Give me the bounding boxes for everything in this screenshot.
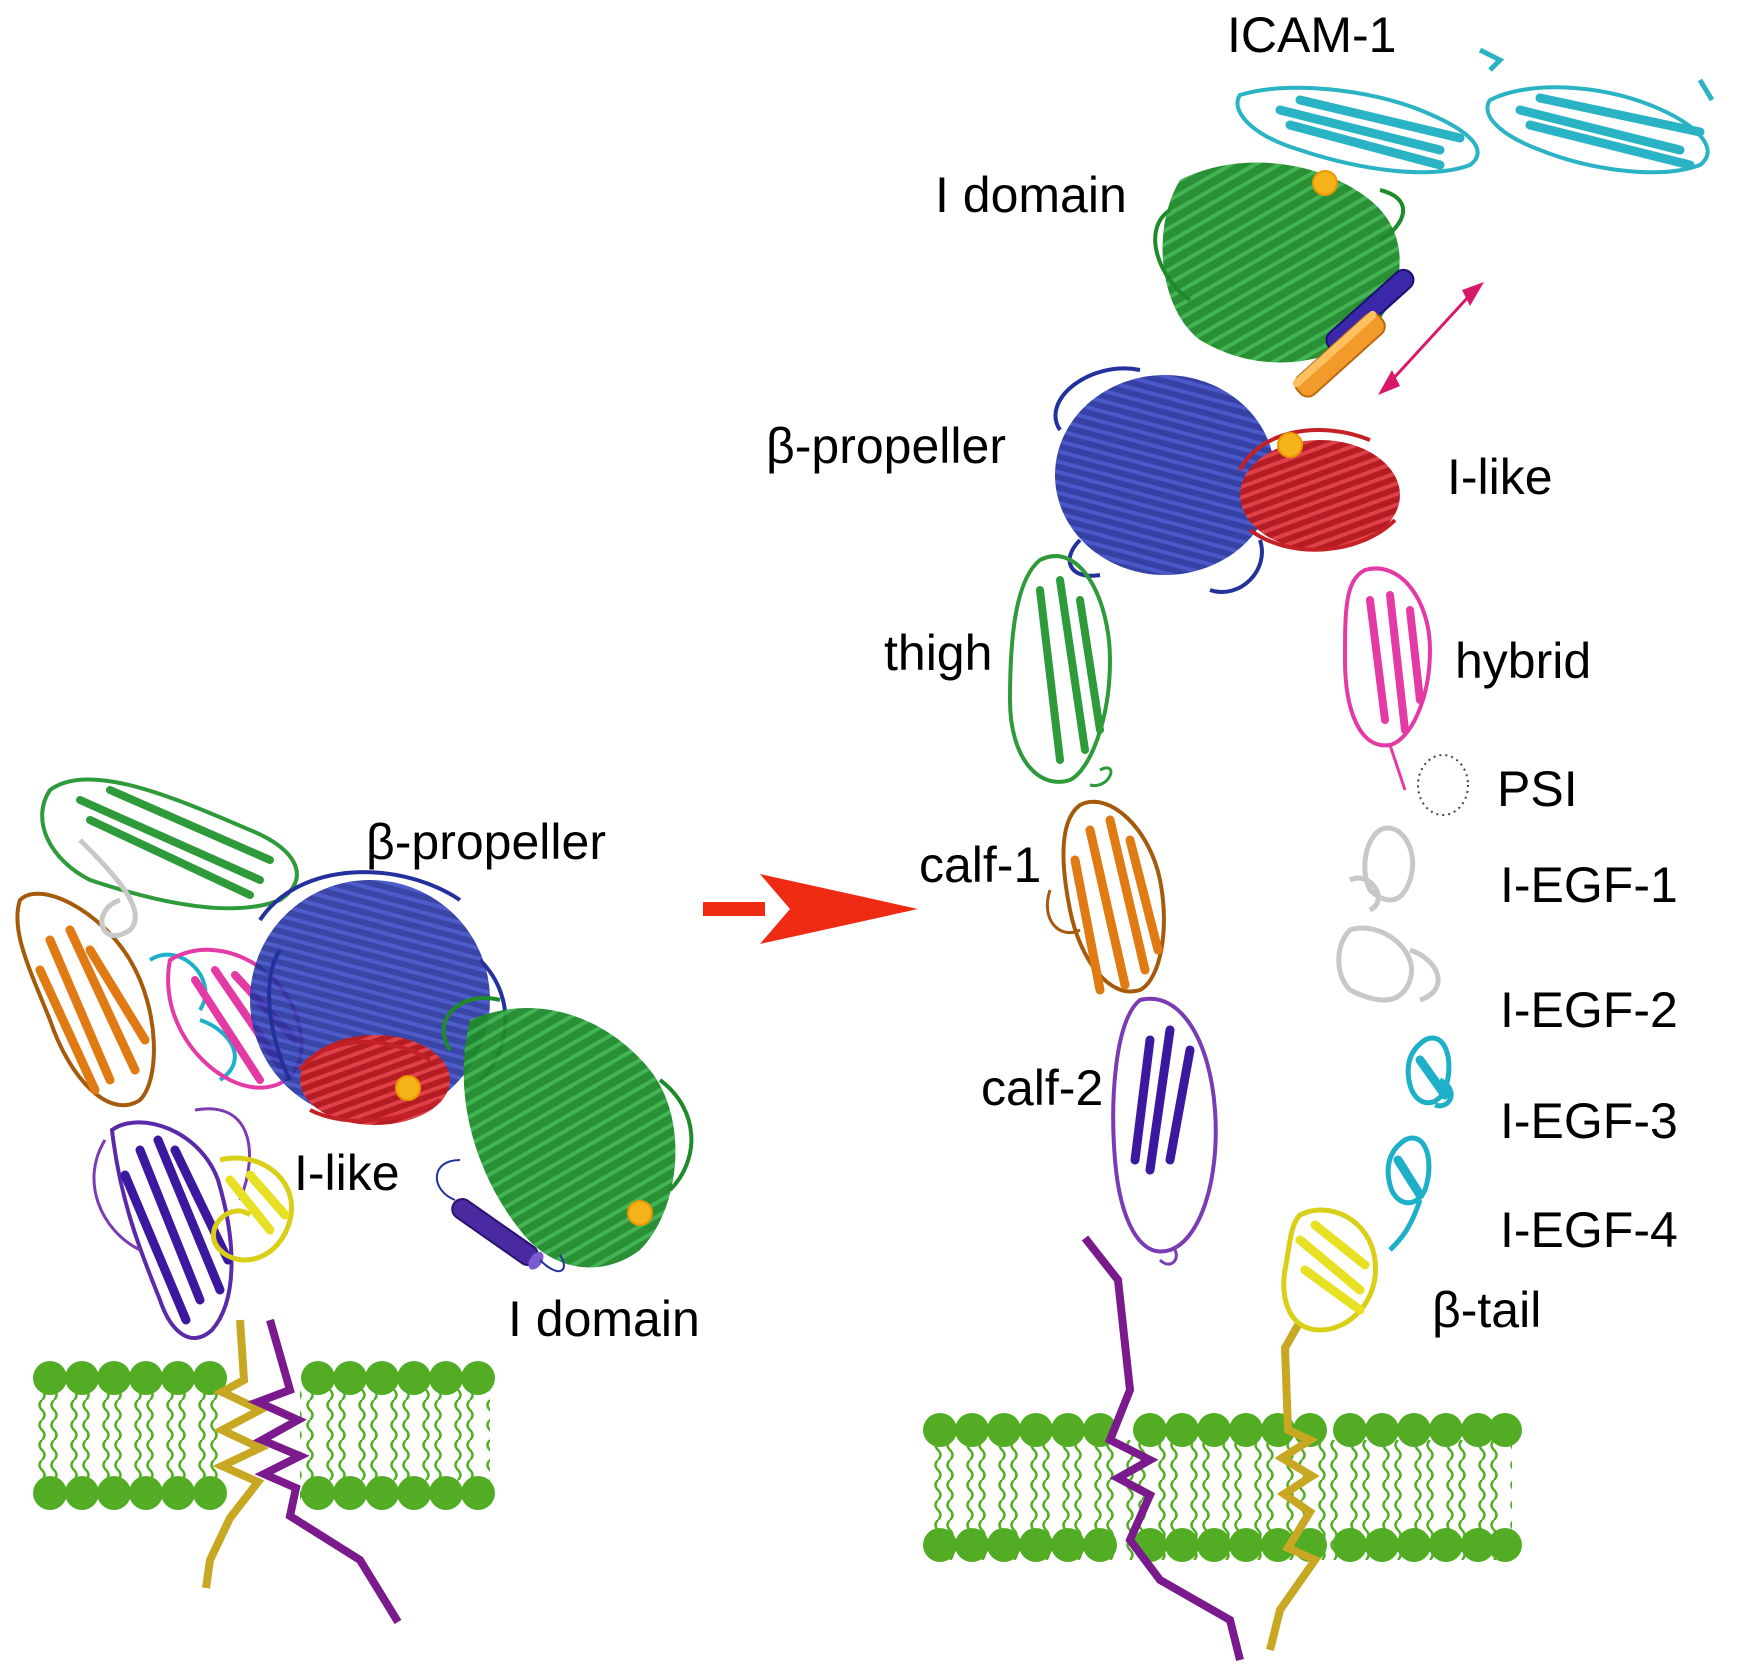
left-calf1-domain [15,891,156,1108]
right-extended-integrin [922,47,1715,1661]
calf2-label: calf-2 [981,1060,1104,1116]
left-i-like-domain [300,1035,450,1125]
right-i-domain [1162,162,1400,363]
right-i-like-ion [1277,432,1303,458]
iegf2-label: I-EGF-2 [1500,982,1678,1038]
right-calf1-domain [1061,799,1166,994]
left-i-domain [463,1008,676,1268]
iegf1-label: I-EGF-1 [1500,857,1678,913]
left-i-domain-ion [627,1200,653,1226]
left-bent-integrin [15,777,694,1625]
iegf4-domain [1385,1135,1432,1252]
left-beta-tm-segment [202,1319,270,1589]
left-beta-propeller-label: β-propeller [366,814,606,870]
right-thigh-domain [1007,554,1113,784]
calf1-label: calf-1 [919,837,1042,893]
right-i-like-domain [1240,440,1400,550]
left-i-like-label: I-like [294,1145,400,1201]
iegf2-domain [1336,925,1441,1003]
activation-arrow [703,874,918,944]
beta-tail-label: β-tail [1432,1282,1542,1338]
hybrid-label: hybrid [1455,633,1592,689]
right-i-like-label: I-like [1447,449,1553,505]
left-alpha-tm-segment [247,1318,402,1625]
left-calf-domain [109,1120,234,1341]
iegf3-label: I-EGF-3 [1500,1093,1678,1149]
left-beta-tail [211,1155,294,1263]
thigh-label: thigh [884,625,993,681]
left-i-domain-label: I domain [508,1291,700,1347]
right-calf2-domain [1111,996,1218,1254]
right-alpha-tm-segment [1081,1235,1244,1661]
right-beta-tm-segment [1266,1323,1322,1651]
iegf3-domain [1405,1035,1454,1109]
iegf1-domain [1348,825,1416,913]
psi-domain-circle [1417,754,1469,816]
icam1-domain-2 [1485,85,1710,175]
right-i-like-alpha7-helix [1292,310,1386,398]
iegf4-label: I-EGF-4 [1500,1202,1678,1258]
icam1-domain-1 [1235,85,1480,175]
right-i-domain-label: I domain [935,167,1127,223]
icam1-label: ICAM-1 [1227,7,1397,63]
right-i-domain-ion [1312,170,1338,196]
right-beta-propeller-domain [1055,375,1275,575]
left-metal-ion [395,1075,421,1101]
left-membrane [33,1361,495,1510]
right-membrane [922,1413,1522,1562]
right-beta-propeller-label: β-propeller [766,418,1006,474]
psi-label: PSI [1497,761,1578,817]
left-alpha7-helix [451,1198,544,1270]
helix-pull-arrow [1378,282,1484,395]
right-beta-tail-domain [1281,1207,1379,1333]
